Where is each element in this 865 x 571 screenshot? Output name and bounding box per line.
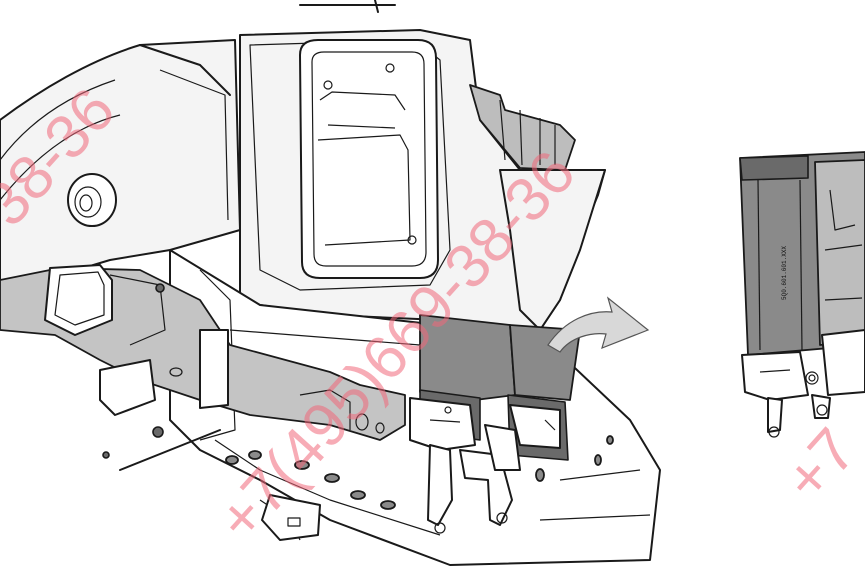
rotation-arrow-icon [547,296,650,353]
panel-opening [299,39,439,279]
crossmember-beam [0,264,406,459]
grommet [67,173,117,227]
vehicle-body-section [0,0,661,566]
floor-holes [225,435,614,510]
canister-detail: 5Q0.601.601.XXX [739,151,865,438]
part-number-label: 5Q0.601.601.XXX [781,246,788,300]
watermark-prefix: +7 [771,416,865,515]
canister-installed [409,314,581,534]
